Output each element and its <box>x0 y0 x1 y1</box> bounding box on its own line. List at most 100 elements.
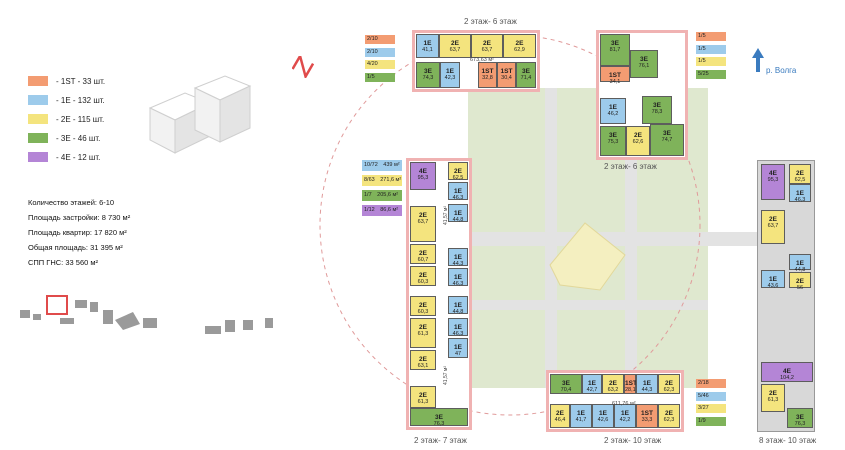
unit-type: 3E <box>435 414 443 421</box>
unit-area: 44,8 <box>452 309 464 315</box>
legend-label: - 1ST - 33 шт. <box>56 76 106 86</box>
unit-type: 2E <box>419 212 427 219</box>
legend-swatch <box>28 114 48 124</box>
unit-area: 75,3 <box>607 139 619 145</box>
unit-area: 76,1 <box>638 63 650 69</box>
legend-item-1e: - 1E - 132 шт. <box>28 93 105 107</box>
unit-type: 2E <box>796 170 804 177</box>
path-horizontal-2 <box>468 300 708 310</box>
unit-area: 34,1 <box>609 79 621 85</box>
unit-area: 33,3 <box>641 417 653 423</box>
unit-area: 62,5 <box>452 175 464 181</box>
stat-build-area: Площадь застройки: 8 730 м² <box>28 213 131 222</box>
unit-type: 1E <box>423 40 432 47</box>
unit-type: 1E <box>609 104 617 111</box>
unit-area: 95,3 <box>767 177 779 183</box>
unit-type: 1ST <box>609 72 621 79</box>
unit-type: 3E <box>653 102 661 109</box>
unit-type: 1E <box>796 190 804 197</box>
count-tag: 5/25 <box>696 69 726 79</box>
legend-swatch <box>28 133 48 143</box>
playground <box>549 222 626 291</box>
unit-area: 42,2 <box>619 417 631 423</box>
tag-area: 439 м² <box>381 162 400 168</box>
unit-area: 42,3 <box>444 75 456 81</box>
unit-area: 63,7 <box>449 47 461 53</box>
unit-type: 2E <box>419 392 427 399</box>
unit-type: 2E <box>769 390 777 397</box>
caption-right: 8 этаж- 10 этаж <box>759 436 817 445</box>
unit-area: 46,3 <box>452 281 464 287</box>
unit-area: 41,1 <box>422 47 433 53</box>
stat-floors: Количество этажей: 6-10 <box>28 198 115 207</box>
tag-area: 271,6 м² <box>378 177 402 183</box>
area-tag-row: 1/7 205,6 м² <box>362 190 402 201</box>
count-tag: 1/9 <box>696 416 726 426</box>
unit-type: 3E <box>562 380 570 387</box>
unit-type: 1ST <box>500 68 513 75</box>
unit-area: 60,3 <box>417 279 429 285</box>
unit-type: 3E <box>611 40 619 47</box>
unit-type: 1E <box>599 410 607 417</box>
stat-apartments-area: Площадь квартир: 17 820 м² <box>28 228 127 237</box>
unit-area: 81,7 <box>609 47 621 53</box>
unit-type: 1ST <box>481 68 494 75</box>
unit-area: 78,3 <box>651 109 663 115</box>
unit-type: 2E <box>454 168 462 175</box>
unit-type: 1E <box>454 302 462 309</box>
tag-count: 1/12 <box>364 207 375 213</box>
unit-area: 95,3 <box>417 175 429 181</box>
unit-type: 1E <box>454 344 462 351</box>
unit-area: 46,2 <box>607 111 619 117</box>
massing-sketch <box>148 75 252 154</box>
building-left <box>406 158 472 430</box>
count-tag: 4/20 <box>365 60 395 69</box>
unit-area: 30,4 <box>501 75 512 81</box>
unit-type: 2E <box>419 356 427 363</box>
unit-type: 2E <box>419 250 427 257</box>
legend-item-1st: - 1ST - 33 шт. <box>28 74 105 88</box>
tag-count: 10/72 <box>364 162 378 168</box>
tag-area: 205,6 м² <box>375 192 399 198</box>
path-vertical-1 <box>545 88 557 388</box>
legend-swatch <box>28 95 48 105</box>
unit-area: 63,7 <box>767 223 779 229</box>
unit-type: 3E <box>522 68 530 75</box>
count-tag: 2/18 <box>696 379 726 388</box>
unit-type: 2E <box>419 302 427 309</box>
unit-type: 1ST <box>641 410 653 417</box>
path-vertical-2 <box>625 160 637 370</box>
legend-item-3e: - 3E - 46 шт. <box>28 131 100 145</box>
unit-type: 4E <box>769 170 777 177</box>
caption-left: 2 этаж- 7 этаж <box>414 436 467 445</box>
unit-type: 1ST <box>625 380 637 387</box>
unit-type: 2E <box>634 132 642 139</box>
unit-area: 46,3 <box>452 331 464 337</box>
unit-area: 61,3 <box>767 397 779 403</box>
unit-area: 76,3 <box>433 421 445 427</box>
